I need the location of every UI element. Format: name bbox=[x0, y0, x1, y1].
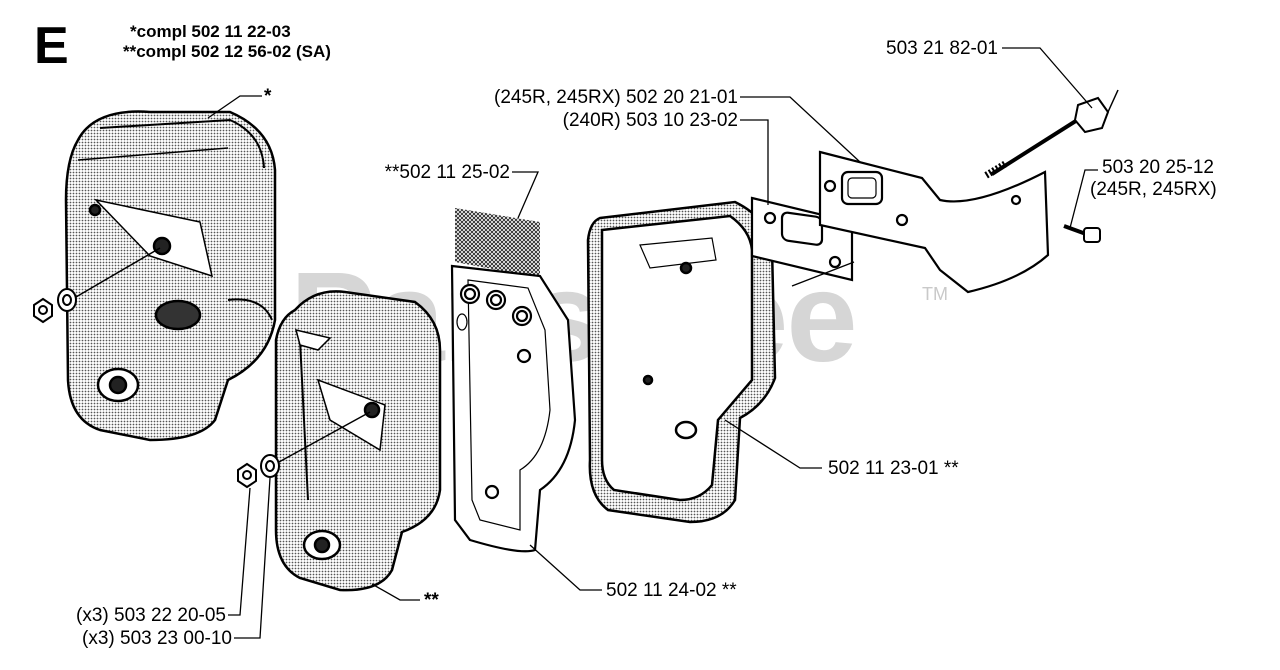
flange-bracket bbox=[818, 150, 1050, 294]
muffler-body bbox=[586, 200, 777, 524]
label-screw-models: (245R, 245RX) bbox=[1090, 179, 1217, 200]
label-muffler-body: 502 11 23-01 ** bbox=[828, 458, 959, 479]
assembly-note-double: **compl 502 12 56-02 (SA) bbox=[123, 42, 331, 61]
nut-washer-top bbox=[33, 247, 161, 324]
section-letter: E bbox=[34, 17, 69, 75]
label-screw-code: 503 20 25-12 bbox=[1102, 157, 1214, 178]
muffler-cover-top bbox=[64, 110, 277, 442]
muffler-cover-lower bbox=[274, 290, 442, 592]
label-washer: (x3) 503 23 00-10 bbox=[82, 628, 232, 649]
label-screen: **502 11 25-02 bbox=[384, 162, 510, 183]
trademark-mark: TM bbox=[922, 284, 948, 304]
label-flange: (245R, 245RX) 502 20 21-01 bbox=[494, 87, 738, 108]
assembly-note-single: *compl 502 11 22-03 bbox=[130, 22, 291, 41]
label-cover-lower: ** bbox=[424, 590, 439, 611]
bolt bbox=[983, 89, 1119, 180]
screw bbox=[1063, 224, 1101, 243]
nut-washer-lower bbox=[237, 411, 371, 489]
label-plate: 502 11 24-02 ** bbox=[606, 580, 737, 601]
spark-screen bbox=[455, 208, 540, 278]
label-cover-top: * bbox=[264, 86, 272, 107]
leader-lines bbox=[207, 47, 1098, 639]
label-bolt: 503 21 82-01 bbox=[886, 38, 998, 59]
label-nut: (x3) 503 22 20-05 bbox=[76, 605, 226, 626]
deflector-plate bbox=[450, 264, 577, 553]
label-gasket: (240R) 503 10 23-02 bbox=[562, 110, 738, 131]
